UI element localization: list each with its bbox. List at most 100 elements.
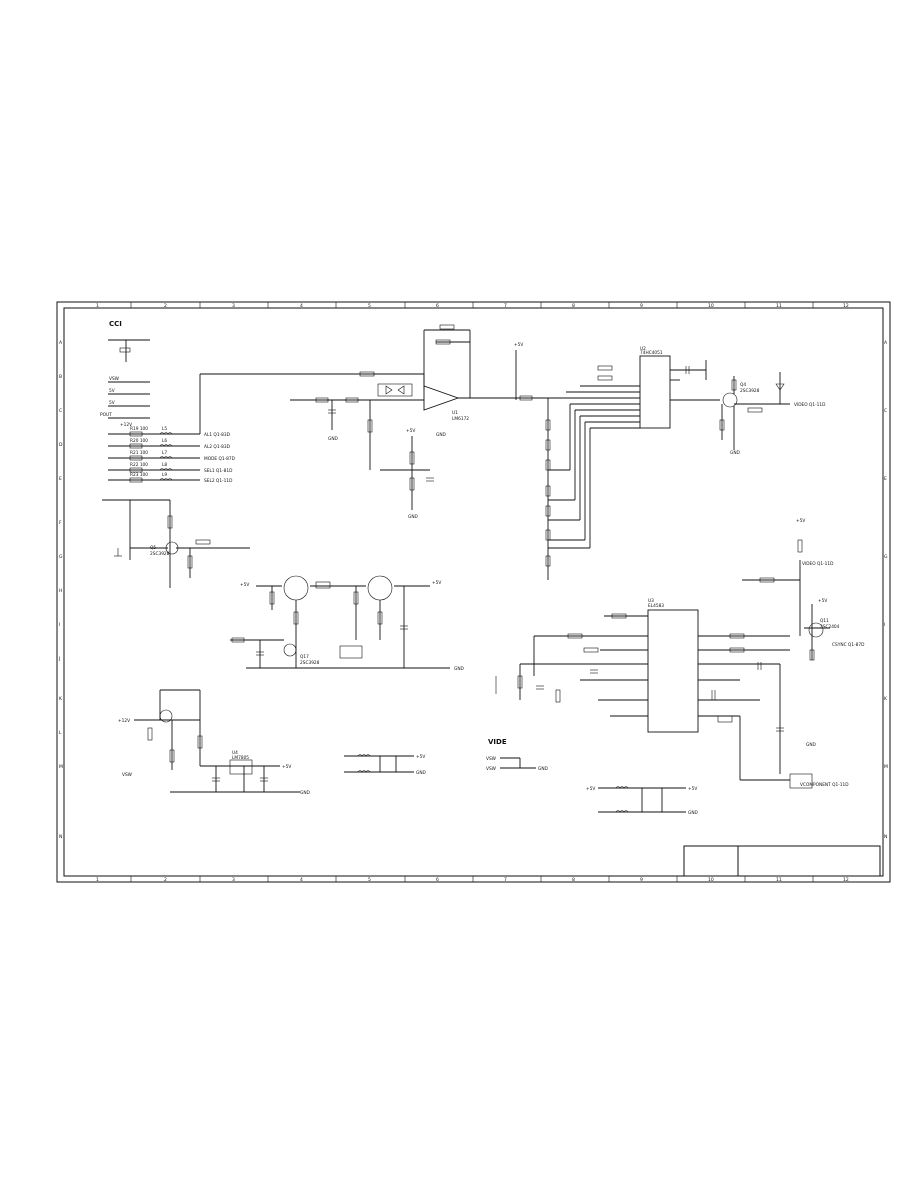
col-num: 11 xyxy=(776,877,782,883)
col-num: 4 xyxy=(300,303,303,309)
ic-ref: U1 xyxy=(452,410,458,416)
row-letter: M xyxy=(59,764,63,770)
net-label: GND xyxy=(436,432,447,438)
row-letter: B xyxy=(59,374,62,380)
row-letter: C xyxy=(59,408,62,414)
title-block xyxy=(683,845,881,877)
row-letter: C xyxy=(884,408,887,414)
row-letter: N xyxy=(59,834,62,840)
net-label: +5V xyxy=(514,342,523,348)
col-num: 7 xyxy=(504,303,507,309)
col-num: 3 xyxy=(232,303,235,309)
ic-part: LM6172 xyxy=(452,416,469,422)
transistor-part: 2SC2404 xyxy=(820,624,840,630)
net-label: +12V xyxy=(118,718,130,724)
col-num: 1 xyxy=(96,877,99,883)
col-num: 10 xyxy=(708,303,714,309)
section-title-video: VIDE xyxy=(488,738,507,746)
row-letter: F xyxy=(59,520,62,526)
net-label: 5V xyxy=(109,388,115,394)
transistor-q5-block: Q5 2SC3928 xyxy=(102,499,250,588)
resistor-label: R20 100 xyxy=(130,438,148,444)
ic-ref: U4 xyxy=(232,750,238,756)
col-num: 6 xyxy=(436,303,439,309)
resistor-label: R19 100 xyxy=(130,426,148,432)
mux-u2-block: U2 74HC4051 +5V xyxy=(514,342,720,580)
ic-part: LM7805 xyxy=(232,755,249,761)
col-num: 8 xyxy=(572,303,575,309)
mosfet-block: Q17 2SC3928 +5V +5V GND xyxy=(230,575,465,672)
net-label: GND xyxy=(688,810,699,816)
transistor-ref: Q5 xyxy=(150,545,156,551)
col-num: 2 xyxy=(164,877,167,883)
net-label: +5V xyxy=(688,786,697,792)
row-letter: E xyxy=(884,476,887,482)
net-label: VIDEO Q1-11D xyxy=(794,402,826,408)
transistor-part: 2SC3928 xyxy=(150,551,170,557)
inductor-label: L8 xyxy=(162,462,167,468)
row-letter: H xyxy=(59,588,62,594)
outer-frame xyxy=(56,301,891,883)
col-num: 12 xyxy=(843,303,849,309)
net-label: +12V xyxy=(120,422,132,428)
row-letter: M xyxy=(884,764,888,770)
row-letter: A xyxy=(59,340,63,346)
net-label: VCOMPONENT Q1-11D xyxy=(800,782,849,788)
col-num: 2 xyxy=(164,303,167,309)
signal-label: SEL2 Q1-11D xyxy=(204,478,233,484)
net-label: GND xyxy=(730,450,741,456)
ic-part: 74HC4051 xyxy=(640,350,663,356)
col-num: 9 xyxy=(640,303,643,309)
net-label: VSW xyxy=(122,772,133,778)
col-num: 9 xyxy=(640,877,643,883)
transistor-ref: Q11 xyxy=(820,618,829,624)
net-label: +5V xyxy=(406,428,415,434)
signal-label: AL1 Q1-83D xyxy=(204,432,231,438)
col-num: 12 xyxy=(843,877,849,883)
col-num: 4 xyxy=(300,877,303,883)
section-title-cc: CCI xyxy=(109,320,122,328)
transistor-q4-block: Q4 2SC3928 VIDEO Q1-11D GND xyxy=(719,372,826,456)
net-label: GND xyxy=(408,514,419,520)
net-label: +5V xyxy=(240,582,249,588)
net-label: POUT xyxy=(100,412,112,418)
transistor-part: 2SC3928 xyxy=(740,388,760,394)
cc-input-block: VSW 5V 5V POUT +12V R19 100 R20 100 R21 … xyxy=(100,339,236,484)
net-label: GND xyxy=(454,666,465,672)
row-letter: K xyxy=(59,696,63,702)
inductor-label: L7 xyxy=(162,450,167,456)
signal-label: AL2 Q1-83D xyxy=(204,444,231,450)
net-label: +5V xyxy=(416,754,425,760)
col-num: 5 xyxy=(368,877,371,883)
signal-label: MODE Q1-87D xyxy=(204,456,236,462)
col-num: 6 xyxy=(436,877,439,883)
net-label: GND xyxy=(538,766,549,772)
ic-ref: U2 xyxy=(640,346,646,352)
net-label: CSYNC Q1-87D xyxy=(832,642,865,648)
transistor-ref: Q17 xyxy=(300,654,309,660)
net-label: GND xyxy=(806,742,817,748)
inner-frame xyxy=(63,307,884,877)
col-num: 8 xyxy=(572,877,575,883)
row-letter: N xyxy=(884,834,887,840)
inductor-label: L6 xyxy=(162,438,167,444)
opamp-u1-block: U1 LM6172 +5V GND GND GND xyxy=(199,324,560,520)
video-input-block: VSW VSW GND xyxy=(486,756,549,772)
net-label: GND xyxy=(416,770,427,776)
row-letter: G xyxy=(59,554,63,560)
regulator-u4-block: U4 LM7805 +5V GND +12V VSW xyxy=(118,689,311,796)
row-letter: I xyxy=(884,622,885,628)
transistor-part: 2SC3928 xyxy=(300,660,320,666)
row-letter: D xyxy=(59,442,63,448)
net-label: VSW xyxy=(486,756,497,762)
net-label: VSW xyxy=(109,376,120,382)
resistor-label: R21 100 xyxy=(130,450,148,456)
net-label: GND xyxy=(328,436,339,442)
sync-separator-u3-block: U3 EL4583 Q11 2SC2404 CSYNC Q1-87D VIDEO… xyxy=(495,518,865,789)
net-label: +5V xyxy=(586,786,595,792)
net-label: 5V xyxy=(109,400,115,406)
column-ticks xyxy=(130,302,814,882)
net-label: +5V xyxy=(432,580,441,586)
ic-part: EL4583 xyxy=(648,603,664,609)
